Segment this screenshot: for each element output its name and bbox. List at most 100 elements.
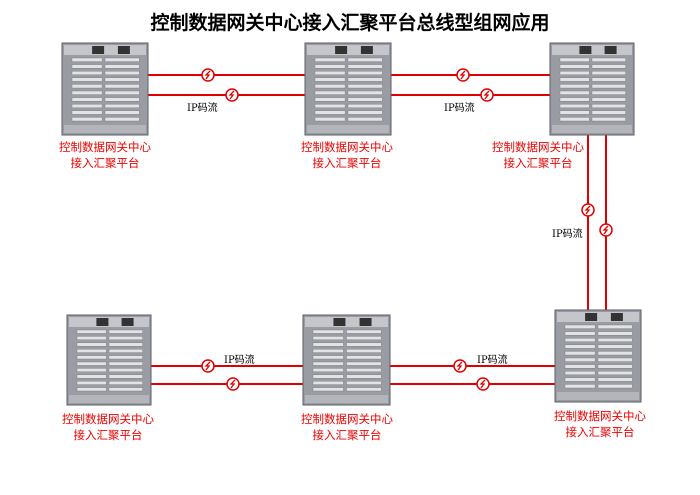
port-row [347,110,383,115]
port-row [559,97,590,102]
port-row [559,90,590,95]
caption-line1: 控制数据网关中心 [59,140,151,154]
port-row [71,90,103,95]
caption-line2: 接入汇聚平台 [312,428,382,442]
port-row [76,329,107,334]
port-row [597,324,633,329]
port-row [312,342,344,347]
port-row [564,351,596,356]
port-row [591,97,626,102]
port-row [76,361,107,366]
port-row [312,381,344,385]
port-row [591,90,626,95]
port-row [597,344,633,349]
port-row [591,64,626,69]
port-row [564,331,596,336]
port-row [108,374,143,379]
port-row [559,70,590,75]
port-row [346,368,382,372]
port-row [347,90,383,95]
port-row [314,117,346,122]
node-caption-top-left: 控制数据网关中心接入汇聚平台 [35,139,175,171]
port-row [71,84,103,89]
port-row [71,110,103,115]
port-row [559,64,590,69]
port-row [71,117,103,122]
port-row [108,355,143,360]
lightning-bolt-circle-icon [225,88,239,102]
link-label: IP码流 [444,103,475,114]
port-row [591,110,626,115]
node-caption-bottom-middle: 控制数据网关中心接入汇聚平台 [277,411,417,443]
port-row [591,84,626,89]
link-label: IP码流 [187,103,218,114]
link-label: IP码流 [552,229,583,240]
port-row [76,374,107,379]
port-row [71,64,103,69]
node-caption-bottom-left: 控制数据网关中心接入汇聚平台 [38,411,178,443]
link-label: IP码流 [224,355,255,366]
lightning-bolt-circle-icon [476,377,490,391]
lightning-bolt-circle-icon [201,359,215,373]
port-row [597,371,633,376]
caption-line2: 接入汇聚平台 [73,428,143,442]
port-row [312,368,344,372]
port-row [347,64,383,69]
port-row [597,357,633,362]
device-chassis-top-middle [304,42,392,136]
port-row [104,77,140,82]
caption-line2: 接入汇聚平台 [503,156,573,170]
lightning-bolt-circle-icon [456,68,470,82]
lightning-bolt-circle-icon [599,223,613,237]
port-row [597,338,633,343]
node-caption-top-right: 控制数据网关中心接入汇聚平台 [468,139,608,171]
port-row [104,97,140,102]
port-row [71,57,103,62]
port-row [314,103,346,108]
port-row [591,77,626,82]
port-row [104,110,140,115]
port-row [71,70,103,75]
port-row [347,84,383,89]
port-row [597,377,633,382]
node-caption-top-middle: 控制数据网关中心接入汇聚平台 [277,139,417,171]
port-row [564,357,596,362]
port-row [104,64,140,69]
port-row [76,381,107,385]
port-row [564,324,596,329]
port-row [108,368,143,372]
port-row [76,387,107,392]
port-row [564,384,596,389]
device-chassis-bottom-middle [302,314,391,406]
caption-line1: 控制数据网关中心 [301,412,393,426]
port-row [76,336,107,340]
port-row [346,361,382,366]
port-row [564,338,596,343]
port-row [597,331,633,336]
port-row [108,381,143,385]
port-row [312,336,344,340]
port-row [564,371,596,376]
port-row [104,84,140,89]
caption-line2: 接入汇聚平台 [70,156,140,170]
port-row [314,64,346,69]
port-row [591,103,626,108]
port-row [347,117,383,122]
caption-line1: 控制数据网关中心 [301,140,393,154]
device-chassis-top-left [61,42,149,136]
port-row [559,117,590,122]
lightning-bolt-circle-icon [201,68,215,82]
port-row [104,70,140,75]
port-row [76,368,107,372]
port-row [71,103,103,108]
caption-line1: 控制数据网关中心 [62,412,154,426]
caption-line1: 控制数据网关中心 [492,140,584,154]
port-row [564,344,596,349]
caption-line1: 控制数据网关中心 [554,409,646,423]
port-row [346,342,382,347]
port-row [76,342,107,347]
port-row [312,349,344,353]
caption-line2: 接入汇聚平台 [565,425,635,439]
lightning-bolt-circle-icon [581,203,595,217]
port-row [76,349,107,353]
